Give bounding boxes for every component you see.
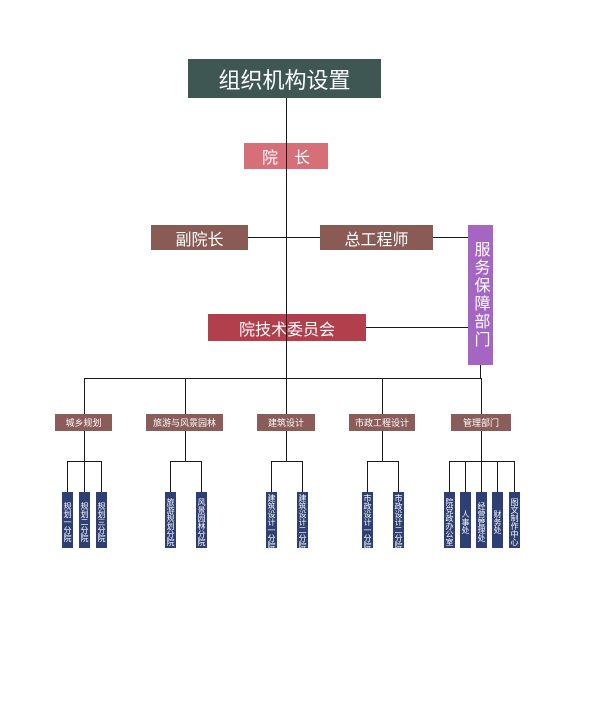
- division-node: 管理部门: [451, 414, 511, 431]
- branch-node: 市政设计二分院: [393, 492, 404, 550]
- branch-node: 院党政办公室: [444, 492, 455, 548]
- chart-title: 组织机构设置: [188, 59, 381, 98]
- branch-node: 建筑设计一分院: [266, 492, 277, 550]
- connector-line: [170, 461, 171, 492]
- branch-node: 建筑设计二分院: [297, 492, 308, 550]
- connector-line: [382, 378, 383, 414]
- connector-line: [514, 461, 515, 492]
- connector-line: [101, 461, 102, 492]
- connector-line: [185, 431, 186, 461]
- connector-line: [367, 461, 368, 492]
- branch-node: 规划三分院: [96, 492, 107, 548]
- connector-line: [170, 461, 202, 462]
- connector-line: [185, 378, 186, 414]
- service-dept-node: 服务保障部门: [468, 225, 493, 365]
- connector-line: [481, 378, 482, 414]
- connector-line: [84, 461, 85, 492]
- connector-line: [382, 431, 383, 461]
- division-node: 市政工程设计: [349, 414, 415, 431]
- branch-node: 规划二分院: [79, 492, 90, 548]
- branch-node: 市政设计一分院: [362, 492, 373, 550]
- branch-node: 旅游规划分院: [165, 492, 176, 548]
- connector-line: [84, 431, 85, 461]
- connector-line: [84, 378, 481, 379]
- connector-line: [366, 327, 468, 328]
- connector-line: [433, 237, 468, 238]
- connector-line: [302, 461, 303, 492]
- division-node: 城乡规划: [55, 414, 112, 431]
- connector-line: [286, 98, 287, 379]
- connector-line: [398, 461, 399, 492]
- connector-line: [481, 431, 482, 461]
- connector-line: [84, 378, 85, 414]
- connector-line: [286, 378, 287, 414]
- vice-president-node: 副院长: [151, 225, 248, 250]
- branch-node: 规划一分院: [62, 492, 73, 548]
- branch-node: 图文制作中心: [509, 492, 520, 548]
- connector-line: [248, 237, 320, 238]
- connector-line: [271, 461, 272, 492]
- connector-line: [497, 461, 498, 492]
- connector-line: [449, 461, 450, 492]
- branch-node: 风景园林分院: [196, 492, 207, 548]
- branch-node: 人事处: [460, 492, 471, 548]
- branch-node: 财务处: [492, 492, 503, 548]
- connector-line: [480, 365, 481, 379]
- connector-line: [367, 461, 399, 462]
- branch-node: 经营管理处: [476, 492, 487, 548]
- connector-line: [465, 461, 466, 492]
- connector-line: [201, 461, 202, 492]
- division-node: 建筑设计: [257, 414, 315, 431]
- division-node: 旅游与风景园林: [146, 414, 223, 431]
- connector-line: [481, 461, 482, 492]
- connector-line: [449, 461, 515, 462]
- chief-engineer-node: 总工程师: [320, 225, 433, 250]
- connector-line: [67, 461, 68, 492]
- connector-line: [286, 431, 287, 461]
- connector-line: [271, 461, 303, 462]
- tech-committee-node: 院技术委员会: [208, 314, 366, 341]
